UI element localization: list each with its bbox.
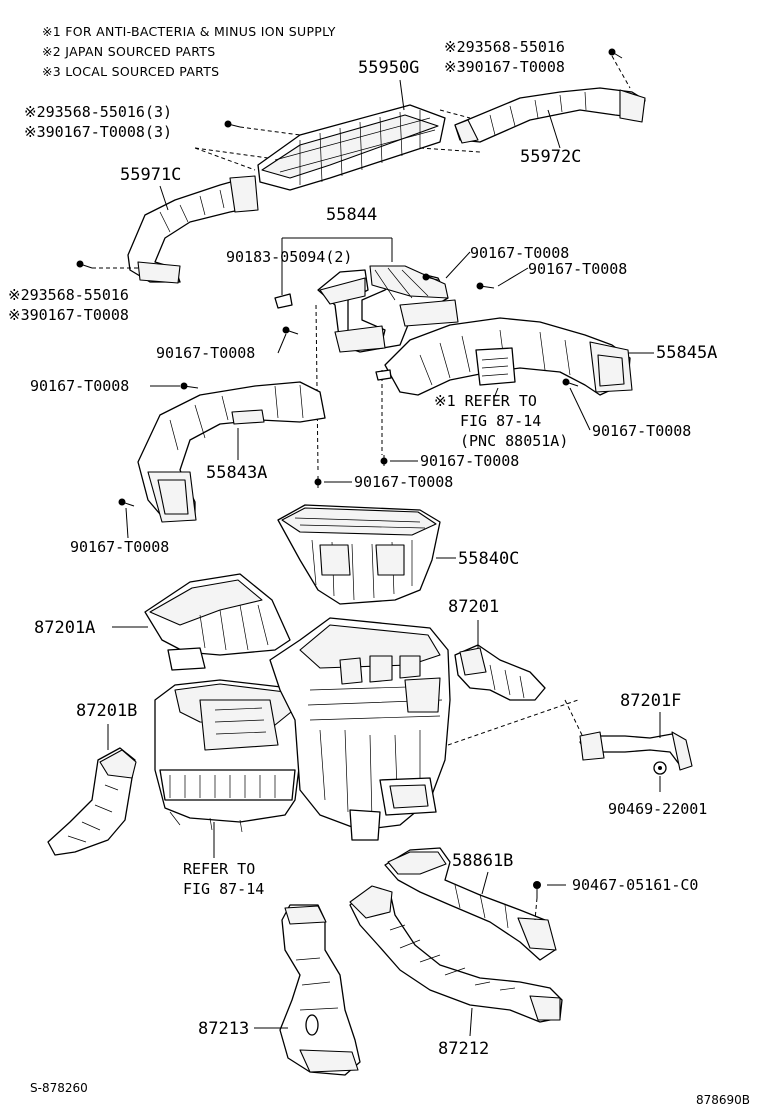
label-n3-1: ※293568-55016: [8, 286, 129, 304]
duct-87213: [279, 904, 361, 1076]
duct-55971C: [127, 175, 259, 284]
label-n2-1: ※293568-55016(3): [24, 103, 172, 121]
label-90167-g: 90167-T0008: [354, 473, 453, 491]
screw-90167-d-icon: [180, 382, 199, 390]
footer-left-code: S-878260: [30, 1081, 88, 1095]
label-55843A: 55843A: [206, 463, 267, 483]
label-90167-e: 90167-T0008: [592, 422, 691, 440]
duct-87212: [349, 885, 563, 1023]
footer-right-code: 878690B: [696, 1093, 750, 1107]
label-90167-d: 90167-T0008: [30, 377, 129, 395]
label-n3-2: ※390167-T0008: [8, 306, 129, 324]
label-55844: 55844: [326, 205, 377, 225]
label-55972C: 55972C: [520, 147, 581, 167]
label-90167-b: 90167-T0008: [528, 260, 627, 278]
duct-55950G: [257, 104, 446, 191]
screw-90167-h-icon: [118, 498, 135, 507]
note-3: ※3 LOCAL SOURCED PARTS: [42, 64, 219, 79]
label-87201: 87201: [448, 597, 499, 617]
screw-90167-b-icon: [476, 282, 495, 290]
label-n1-1: ※293568-55016: [444, 38, 565, 56]
label-ref1-1: ※1 REFER TO: [434, 392, 537, 410]
note-2: ※2 JAPAN SOURCED PARTS: [42, 44, 215, 59]
label-n2-2: ※390167-T0008(3): [24, 123, 172, 141]
label-90167-h: 90167-T0008: [70, 538, 169, 556]
label-ref1-2: FIG 87-14: [460, 412, 541, 430]
label-ref2-2: FIG 87-14: [183, 880, 264, 898]
duct-87201: [454, 644, 546, 701]
label-n1-2: ※390167-T0008: [444, 58, 565, 76]
hvac-unit-assembly: [154, 617, 451, 841]
clip-55845A-icon: [375, 369, 392, 381]
note-1: ※1 FOR ANTI-BACTERIA & MINUS ION SUPPLY: [42, 24, 336, 39]
clamp-90469-icon: [653, 761, 667, 775]
screw-n1-icon: [608, 48, 623, 59]
screw-90167-f-icon: [380, 455, 388, 466]
label-55840C: 55840C: [458, 549, 519, 569]
screw-90467-icon: [533, 881, 541, 898]
screw-90167-c-icon: [282, 326, 299, 335]
label-90183: 90183-05094(2): [226, 248, 352, 266]
label-87201B: 87201B: [76, 701, 137, 721]
screw-90167-a-icon: [422, 273, 439, 281]
label-58861B: 58861B: [452, 851, 513, 871]
screw-90167-e-icon: [562, 378, 579, 387]
label-90167-c: 90167-T0008: [156, 344, 255, 362]
label-87201A: 87201A: [34, 618, 95, 638]
ion-generator-icon: [475, 347, 516, 386]
label-55971C: 55971C: [120, 165, 181, 185]
screw-90167-g-icon: [314, 476, 322, 488]
label-90467: 90467-05161-C0: [572, 876, 698, 894]
label-ref2-1: REFER TO: [183, 860, 255, 878]
label-87201F: 87201F: [620, 691, 681, 711]
label-87212: 87212: [438, 1039, 489, 1059]
screw-n3-icon: [76, 260, 93, 269]
duct-58861B: [384, 847, 557, 961]
label-87213: 87213: [198, 1019, 249, 1039]
label-55845A: 55845A: [656, 343, 717, 363]
label-90167-a: 90167-T0008: [470, 244, 569, 262]
label-ref1-3: (PNC 88051A): [460, 432, 568, 450]
label-55950G: 55950G: [358, 58, 419, 78]
duct-87201B: [47, 747, 137, 856]
duct-55840C: [277, 504, 441, 605]
cover-87201A: [144, 573, 291, 671]
label-90167-f: 90167-T0008: [420, 452, 519, 470]
duct-55844: [317, 265, 459, 353]
label-90469: 90469-22001: [608, 800, 707, 818]
screw-n2-icon: [224, 120, 241, 128]
duct-55843A: [137, 381, 326, 523]
hose-87201F: [579, 731, 693, 771]
clip-90183-icon: [274, 293, 293, 309]
